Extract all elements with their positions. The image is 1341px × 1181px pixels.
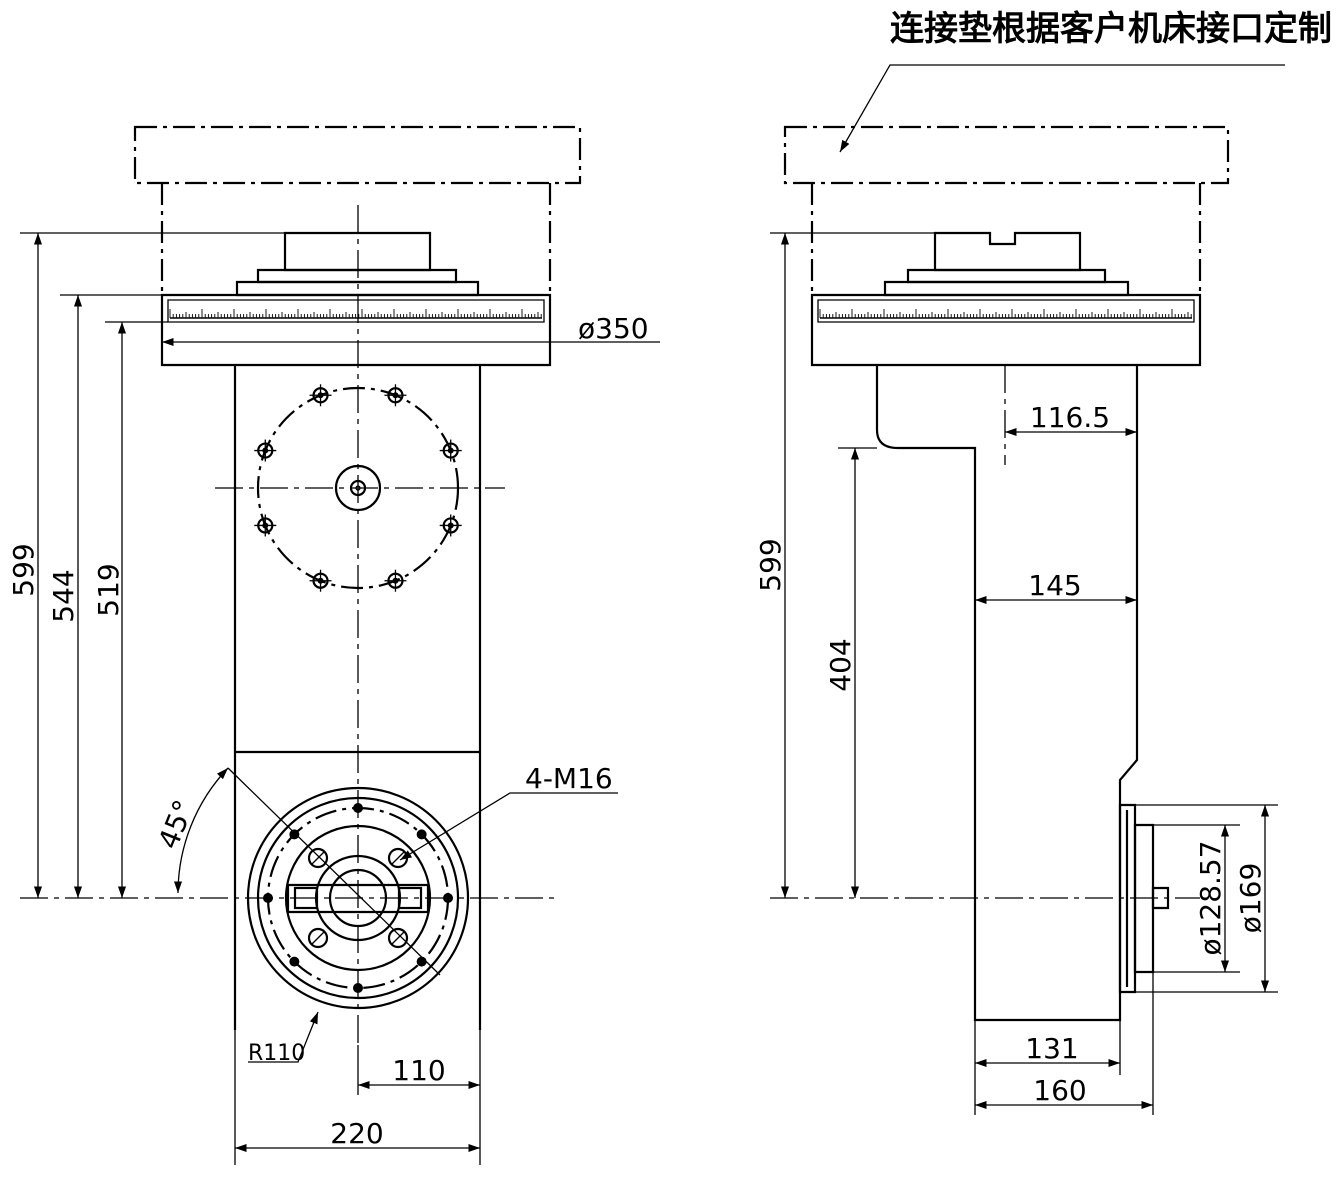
right-dim-131: 131 bbox=[1025, 1032, 1078, 1065]
left-dim-220: 220 bbox=[330, 1117, 383, 1150]
left-dim-599: 599 bbox=[7, 543, 40, 596]
right-dim-160: 160 bbox=[1033, 1074, 1086, 1107]
note-leader bbox=[839, 64, 1285, 153]
right-dim-169: ø169 bbox=[1234, 863, 1267, 934]
left-dim-110: 110 bbox=[392, 1054, 445, 1087]
note-text: 连接垫根据客户机床接口定制 bbox=[890, 9, 1332, 49]
m16-hole bbox=[307, 847, 329, 869]
left-dim-angle: 45° bbox=[152, 795, 201, 853]
right-dim-404: 404 bbox=[824, 638, 857, 691]
m16-mark bbox=[311, 851, 325, 865]
right-pad bbox=[783, 125, 1230, 185]
flange-bolt bbox=[416, 829, 427, 840]
right-dim-145: 145 bbox=[1028, 569, 1081, 602]
flange-bolt bbox=[289, 829, 300, 840]
flange-bolt bbox=[353, 803, 363, 813]
m16-mark bbox=[391, 931, 405, 945]
left-scale-ticks bbox=[169, 309, 542, 319]
right-scale-disk bbox=[810, 293, 1202, 367]
m16-hole bbox=[307, 927, 329, 949]
right-dim-599: 599 bbox=[754, 538, 787, 591]
left-dim-350: ø350 bbox=[578, 312, 649, 345]
left-view: 599 544 519 ø350 45° 4-M16 R110 110 220 bbox=[7, 125, 660, 1165]
m16-hole bbox=[387, 927, 409, 949]
left-dim-r110: R110 bbox=[248, 1041, 305, 1066]
right-dim-128: ø128.57 bbox=[1194, 840, 1227, 955]
right-view: 599 404 116.5 145 ø128.57 ø169 131 160 bbox=[754, 125, 1278, 1115]
right-dim-116: 116.5 bbox=[1030, 401, 1110, 434]
left-scale-disk bbox=[160, 293, 552, 367]
flange-bolt bbox=[416, 956, 427, 967]
left-dim-519: 519 bbox=[92, 563, 125, 616]
left-pad bbox=[133, 125, 582, 185]
right-body bbox=[875, 365, 1139, 1022]
flange-bolt bbox=[353, 983, 363, 993]
right-scale-ticks bbox=[819, 309, 1192, 319]
flange-bolt bbox=[289, 956, 300, 967]
m16-mark bbox=[311, 931, 325, 945]
left-dim-544: 544 bbox=[47, 569, 80, 622]
left-dim-m16: 4-M16 bbox=[525, 762, 613, 795]
